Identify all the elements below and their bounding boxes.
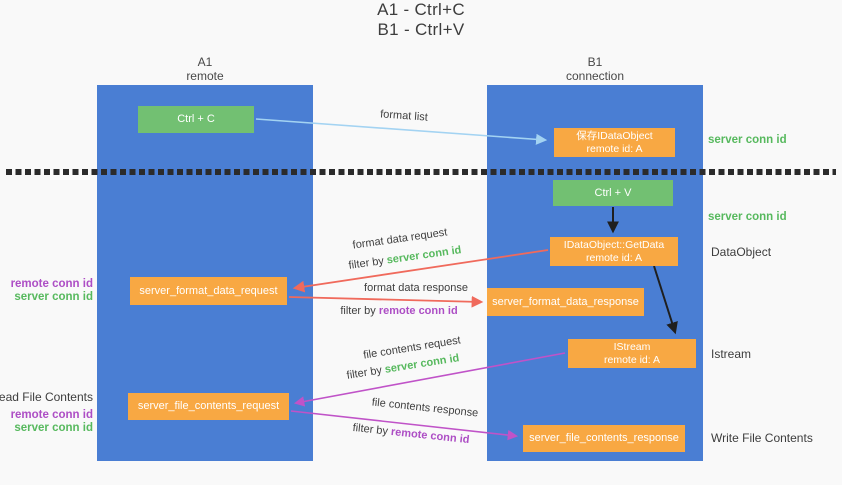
diagram-title: A1 - Ctrl+C B1 - Ctrl+V bbox=[0, 0, 842, 40]
title-line-2: B1 - Ctrl+V bbox=[377, 20, 465, 39]
title-line-1: A1 - Ctrl+C bbox=[377, 0, 465, 19]
istream-line1: IStream bbox=[613, 341, 651, 353]
server-format-data-response-label: server_format_data_response bbox=[492, 295, 639, 308]
idataobject-getdata-line2: remote id: A bbox=[585, 251, 643, 264]
istream-side-label: Istream bbox=[711, 347, 752, 361]
server-file-contents-request-label: server_file_contents_request bbox=[137, 400, 280, 412]
idataobject-getdata-node: IDataObject::GetData remote id: A bbox=[550, 237, 678, 266]
server-file-contents-response-node: server_file_contents_response bbox=[523, 425, 685, 452]
server-format-data-response-node: server_format_data_response bbox=[487, 288, 644, 316]
save-idataobject-node: 保存IDataObject remote id: A bbox=[554, 128, 675, 157]
read-file-contents-label: Read File Contents bbox=[0, 390, 93, 404]
ctrl-v-node: Ctrl + V bbox=[553, 180, 673, 206]
conn-id-pair-format: remote conn id server conn id bbox=[11, 278, 93, 304]
format-data-response-filter: filter by remote conn id bbox=[319, 305, 479, 317]
istream-line2: remote id: A bbox=[603, 353, 661, 366]
lifeline-a1-name: A1 bbox=[197, 55, 213, 69]
filter-by-text: filter by bbox=[352, 421, 392, 438]
ctrl-v-label: Ctrl + V bbox=[594, 186, 632, 199]
remote-conn-id-text: remote conn id bbox=[390, 425, 470, 447]
lifeline-header-a1: A1 remote bbox=[97, 55, 313, 83]
server-conn-id-side-top: server conn id bbox=[708, 134, 787, 146]
filter-by-text: filter by bbox=[340, 305, 379, 317]
save-idataobject-line1: 保存IDataObject bbox=[576, 130, 653, 142]
write-file-contents-label: Write File Contents bbox=[711, 431, 813, 445]
server-format-data-request-node: server_format_data_request bbox=[130, 277, 287, 305]
file-contents-response-label: file contents response bbox=[371, 396, 479, 420]
server-format-data-request-label: server_format_data_request bbox=[139, 284, 278, 297]
filter-by-text: filter by bbox=[345, 363, 386, 382]
ctrl-c-label: Ctrl + C bbox=[177, 113, 215, 125]
server-conn-id-text: server conn id bbox=[385, 244, 463, 267]
lifeline-header-b1: B1 connection bbox=[487, 55, 703, 83]
ctrl-c-node: Ctrl + C bbox=[138, 106, 254, 133]
server-conn-id-left-1: server conn id bbox=[14, 291, 93, 303]
server-file-contents-response-label: server_file_contents_response bbox=[529, 432, 679, 444]
istream-node: IStream remote id: A bbox=[568, 339, 696, 368]
dataobject-side-label: DataObject bbox=[711, 245, 772, 259]
lifeline-a1-role: remote bbox=[186, 69, 224, 83]
format-list-label: format list bbox=[379, 108, 429, 124]
remote-conn-id-left-1: remote conn id bbox=[10, 278, 93, 290]
lifeline-b1-name: B1 bbox=[587, 55, 603, 69]
lifeline-b1-role: connection bbox=[565, 69, 625, 83]
remote-conn-id-left-2: remote conn id bbox=[10, 409, 93, 421]
server-conn-id-left-2: server conn id bbox=[14, 422, 93, 434]
session-divider-dotted-line bbox=[6, 169, 836, 175]
filter-by-text: filter by bbox=[347, 254, 388, 272]
arrow-format-data-response bbox=[288, 295, 484, 308]
server-conn-id-side-mid: server conn id bbox=[708, 211, 787, 223]
format-data-response-label: format data response bbox=[364, 282, 468, 294]
remote-conn-id-text: remote conn id bbox=[378, 305, 458, 317]
save-idataobject-line2: remote id: A bbox=[586, 142, 643, 155]
server-file-contents-request-node: server_file_contents_request bbox=[128, 393, 289, 420]
file-contents-response-filter: filter by remote conn id bbox=[326, 419, 496, 449]
conn-id-pair-file: remote conn id server conn id bbox=[11, 409, 93, 435]
idataobject-getdata-line1: IDataObject::GetData bbox=[563, 239, 665, 251]
